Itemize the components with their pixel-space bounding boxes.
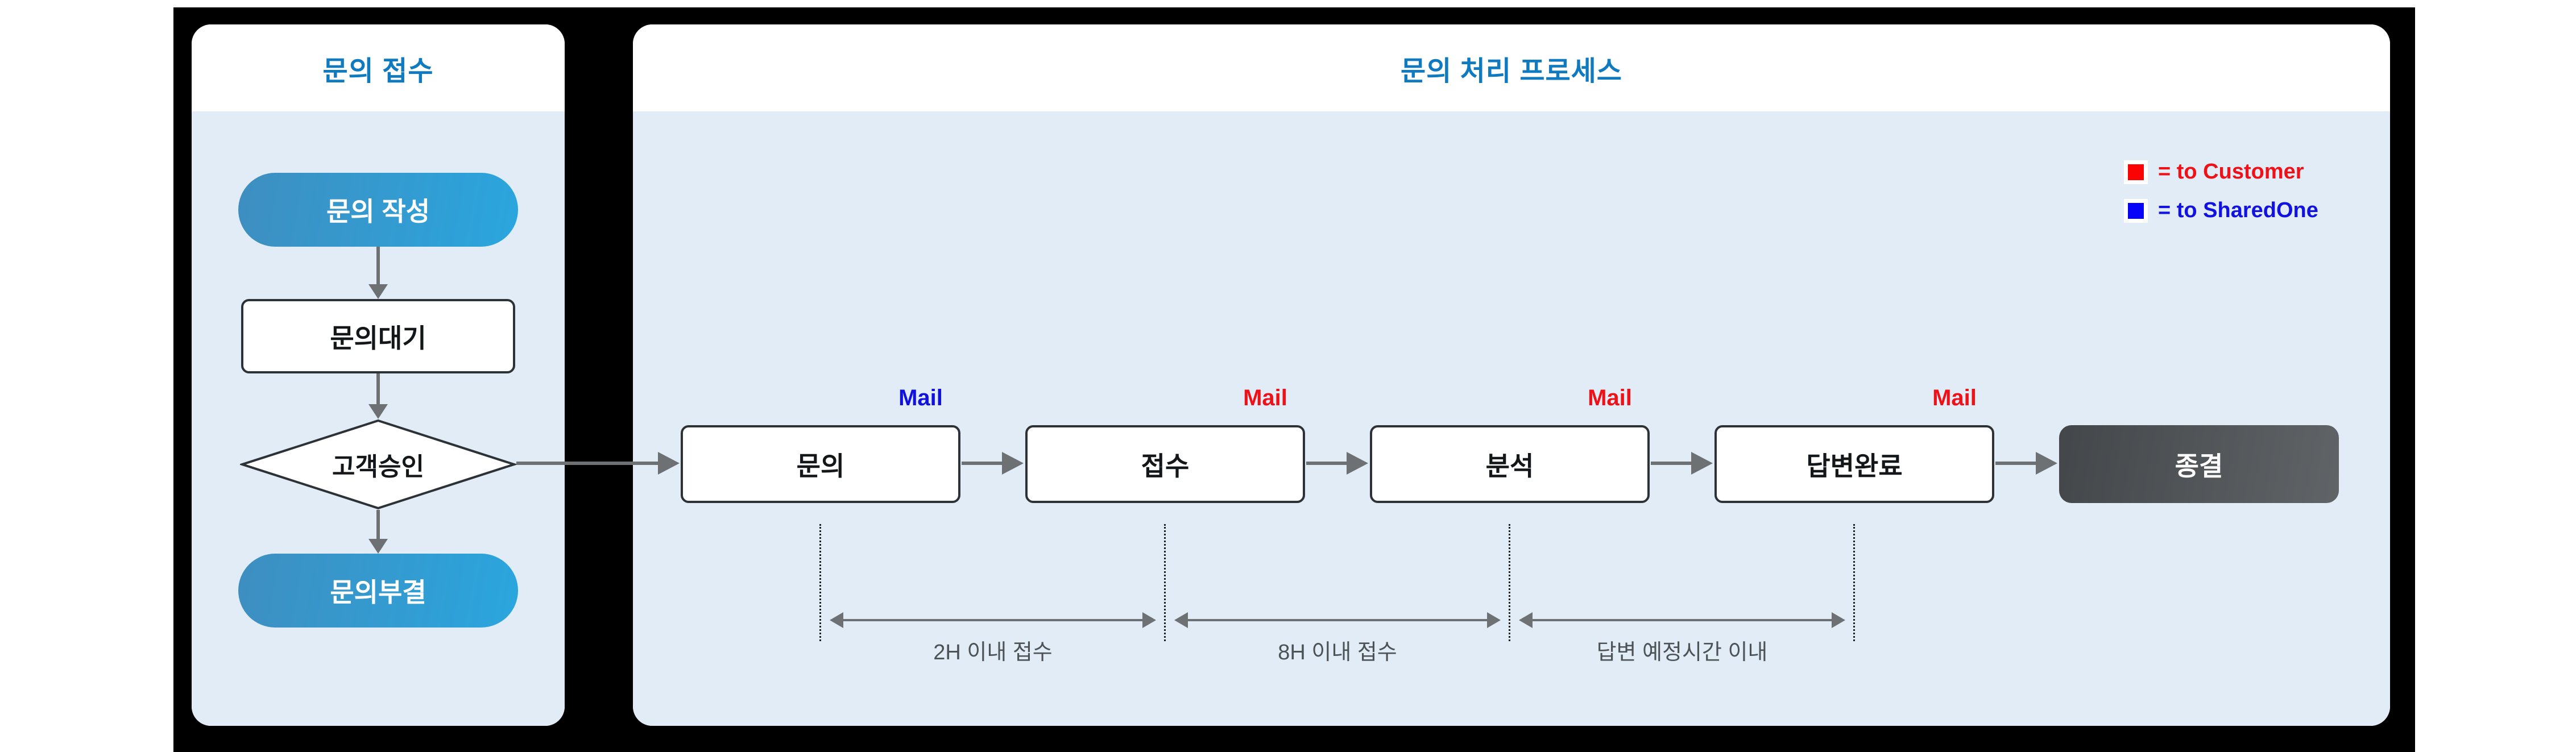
panel-title-inquiry-submission: 문의 접수 xyxy=(322,56,434,86)
blue-square-icon xyxy=(2128,202,2144,219)
node-label: 문의대기 xyxy=(330,323,426,353)
step-closure[interactable]: 종결 xyxy=(2059,425,2339,503)
node-label: 문의부결 xyxy=(330,577,426,607)
panel-header: 문의 처리 프로세스 xyxy=(633,24,2390,111)
step-label: 종결 xyxy=(2175,451,2223,481)
mail-label: Mail xyxy=(1243,385,1287,410)
right-arrow-icon xyxy=(1651,452,1713,475)
panel-inquiry-process: 문의 처리 프로세스 xyxy=(633,24,2390,726)
legend-label-sharedone: = to SharedOne xyxy=(2158,198,2318,222)
timing-label: 8H 이내 접수 xyxy=(1278,641,1397,664)
legend-swatch-chip xyxy=(2124,160,2148,184)
right-arrow-icon xyxy=(516,452,680,475)
legend-swatch-chip xyxy=(2124,198,2148,223)
step-reception[interactable]: 접수 xyxy=(1025,425,1305,503)
right-arrow-icon xyxy=(1306,452,1368,475)
step-label: 문의 xyxy=(796,451,845,481)
timing-label: 답변 예정시간 이내 xyxy=(1596,641,1768,664)
legend-row-sharedone: = to SharedOne xyxy=(2124,198,2318,223)
node-label: 문의 작성 xyxy=(326,197,430,226)
panel-title-inquiry-process: 문의 처리 프로세스 xyxy=(1401,56,1622,86)
node-inquiry-rejected[interactable]: 문의부결 xyxy=(238,554,518,628)
dotted-line xyxy=(1164,524,1166,641)
legend-label-customer: = to Customer xyxy=(2158,160,2304,184)
step-analysis[interactable]: 분석 xyxy=(1370,425,1650,503)
down-arrow-icon xyxy=(368,247,388,299)
step-label: 분석 xyxy=(1485,451,1534,481)
panel-header: 문의 접수 xyxy=(192,24,565,111)
diamond-shape-icon xyxy=(240,419,516,510)
double-arrow-icon xyxy=(1519,612,1845,628)
double-arrow-icon xyxy=(1174,612,1501,628)
double-arrow-icon xyxy=(830,612,1156,628)
mail-label: Mail xyxy=(898,385,943,410)
dotted-line xyxy=(1853,524,1855,641)
step-label: 접수 xyxy=(1141,451,1190,481)
dotted-line xyxy=(819,524,821,641)
step-inquiry[interactable]: 문의 xyxy=(681,425,960,503)
mail-label: Mail xyxy=(1932,385,1977,410)
right-arrow-icon xyxy=(962,452,1024,475)
mail-label: Mail xyxy=(1588,385,1632,410)
node-label: 고객승인 xyxy=(332,453,424,481)
step-label: 답변완료 xyxy=(1806,451,1903,481)
legend-row-customer: = to Customer xyxy=(2124,160,2318,184)
node-inquiry-write[interactable]: 문의 작성 xyxy=(238,173,518,247)
timing-label: 2H 이내 접수 xyxy=(933,641,1053,664)
legend: = to Customer = to SharedOne xyxy=(2124,160,2318,237)
down-arrow-icon xyxy=(368,373,388,419)
red-square-icon xyxy=(2128,164,2144,180)
node-inquiry-waiting[interactable]: 문의대기 xyxy=(241,299,515,373)
step-answer-complete[interactable]: 답변완료 xyxy=(1714,425,1994,503)
node-customer-approval[interactable]: 고객승인 xyxy=(240,419,516,510)
right-arrow-icon xyxy=(1995,452,2057,475)
panel-body xyxy=(633,111,2390,726)
down-arrow-icon xyxy=(368,510,388,554)
dotted-line xyxy=(1509,524,1510,641)
